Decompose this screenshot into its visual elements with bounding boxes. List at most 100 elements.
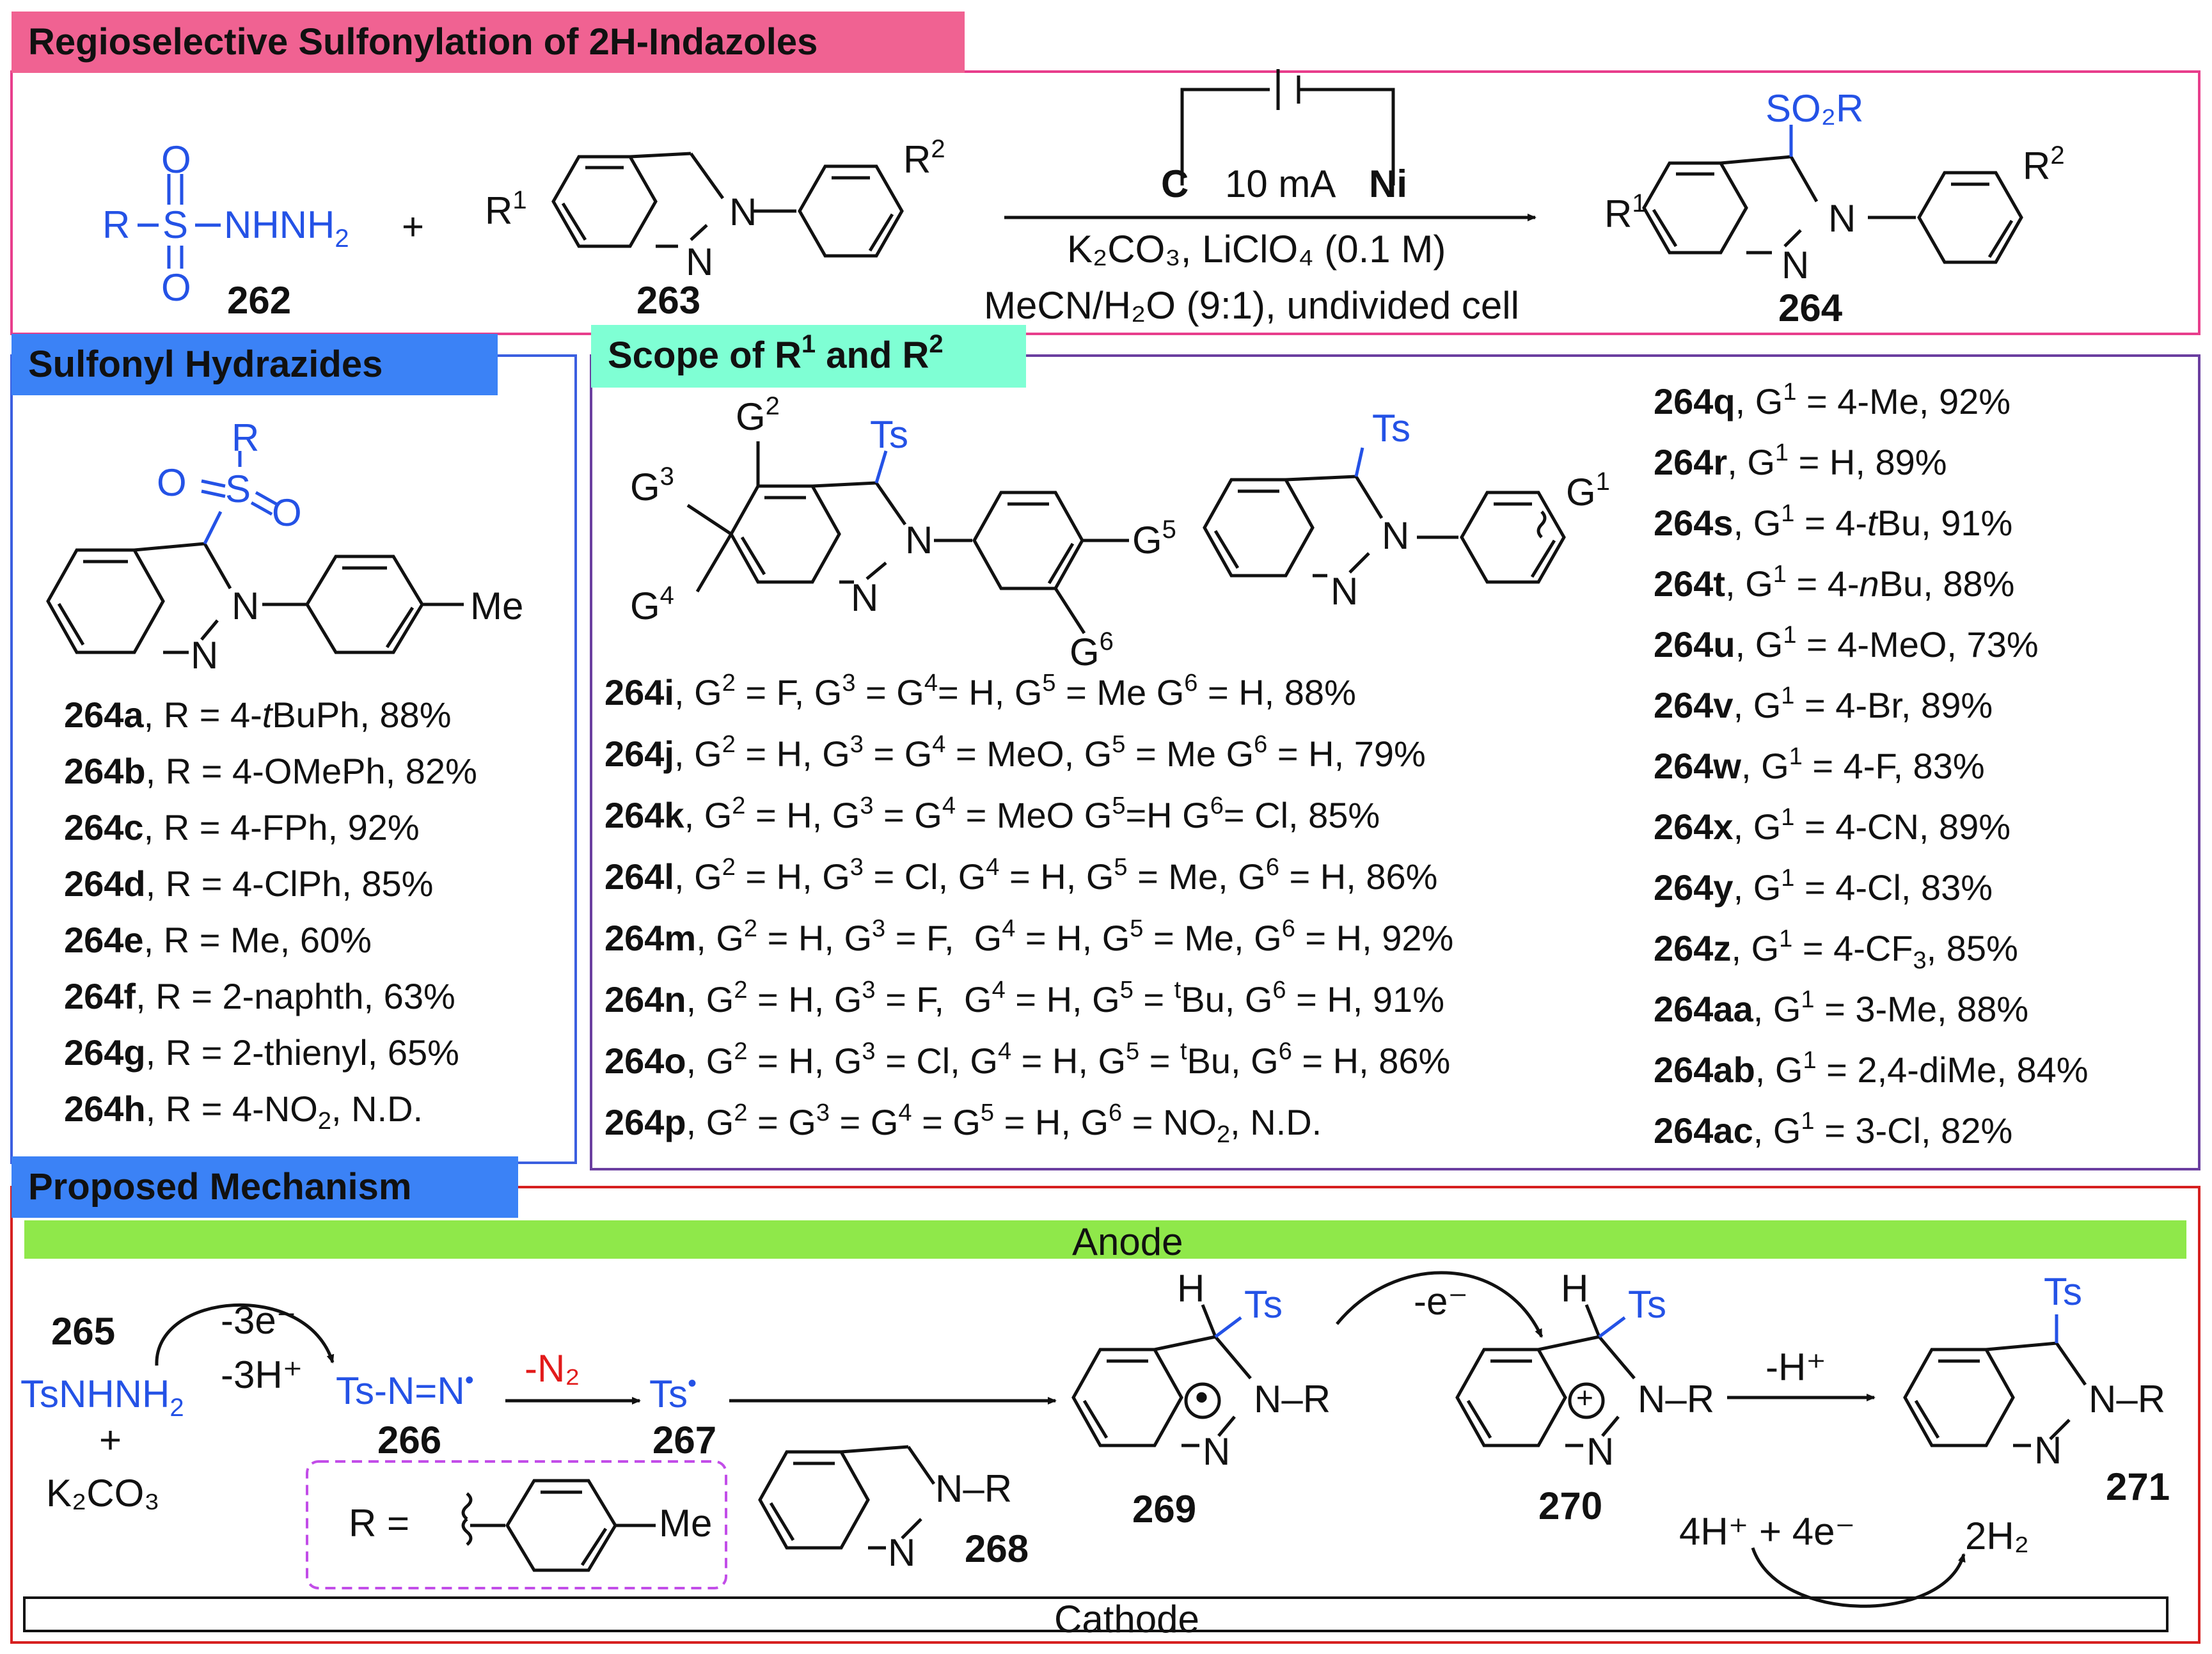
compound-entry-264v: 264v, G1 = 4-Br, 89% bbox=[1654, 682, 1993, 725]
compound-id: 264x bbox=[1654, 807, 1734, 847]
compound-id: 264s bbox=[1654, 503, 1734, 543]
compound-id: 264y bbox=[1654, 867, 1734, 908]
substrate-263-n1: N bbox=[686, 240, 714, 283]
structure-271-n: N bbox=[2034, 1429, 2062, 1472]
structure-271-bonds bbox=[1903, 1341, 2087, 1447]
r-definition-box bbox=[306, 1460, 727, 1589]
cathode-reaction-right: 2H₂ bbox=[1965, 1515, 2029, 1557]
compound-detail: R = 4-FPh, 92% bbox=[163, 807, 420, 847]
compound-id: 264v bbox=[1654, 685, 1734, 725]
product-264-n2: N bbox=[1828, 197, 1856, 240]
conditions-line1: K₂CO₃, LiClO₄ (0.1 M) bbox=[1067, 228, 1446, 271]
compound-entry-264i: 264i, G2 = F, G3 = G4= H, G5 = Me G6 = H… bbox=[604, 670, 1356, 713]
compound-number-263: 263 bbox=[636, 279, 701, 322]
compound-entry-264y: 264y, G1 = 4-Cl, 83% bbox=[1654, 865, 1993, 908]
step4-label: -H⁺ bbox=[1766, 1346, 1826, 1389]
cell-symbol bbox=[1180, 69, 1395, 185]
scope-s1-g2: G2 bbox=[736, 392, 780, 438]
compound-detail: R = 4-ClPh, 85% bbox=[165, 863, 434, 904]
step3-label: -e⁻ bbox=[1414, 1280, 1469, 1323]
scope-s1-n2: N bbox=[905, 519, 933, 562]
compound-entry-264k: 264k, G2 = H, G3 = G4 = MeO G5=H G6= Cl,… bbox=[604, 792, 1380, 835]
compound-266-formula: Ts-N=N• bbox=[336, 1366, 474, 1412]
structure-269-h: H bbox=[1177, 1267, 1205, 1310]
structure-270-h: H bbox=[1561, 1267, 1589, 1310]
scope-structure1-bonds bbox=[686, 441, 1129, 634]
compound-detail: G1 = 4-Br, 89% bbox=[1753, 682, 1993, 725]
mechanism-frame bbox=[10, 1186, 2200, 1644]
compound-detail: R = 2-thienyl, 65% bbox=[165, 1032, 459, 1073]
compound-entry-264q: 264q, G1 = 4-Me, 92% bbox=[1654, 379, 2011, 421]
current-label: 10 mA bbox=[1225, 162, 1336, 205]
compound-detail: G1 = 4-MeO, 73% bbox=[1755, 622, 2039, 665]
compound-number-267: 267 bbox=[652, 1419, 717, 1461]
structure-270-ts: Ts bbox=[1628, 1283, 1666, 1326]
compound-number-266: 266 bbox=[377, 1419, 442, 1461]
compound-detail: G1 = 3-Cl, 82% bbox=[1773, 1108, 2013, 1151]
compound-number-270: 270 bbox=[1538, 1485, 1603, 1527]
structure-270-cation: + bbox=[1576, 1381, 1593, 1414]
electrode-anode-label: C bbox=[1161, 162, 1189, 205]
compound-entry-264g: 264g, R = 2-thienyl, 65% bbox=[64, 1032, 459, 1073]
compound-detail: G1 = 4-nBu, 88% bbox=[1745, 561, 2015, 604]
compound-entry-264f: 264f, R = 2-naphth, 63% bbox=[64, 976, 455, 1016]
compound-number-262: 262 bbox=[227, 279, 292, 322]
compound-entry-264t: 264t, G1 = 4-nBu, 88% bbox=[1654, 561, 2015, 604]
hydrazide-o-left: O bbox=[157, 461, 187, 504]
scope-s1-g5: G5 bbox=[1132, 516, 1176, 562]
cathode-label: Cathode bbox=[1054, 1598, 1199, 1641]
compound-entry-264o: 264o, G2 = H, G3 = Cl, G4 = H, G5 = tBu,… bbox=[604, 1038, 1451, 1081]
scope-structure2-bonds bbox=[1203, 475, 1566, 584]
compound-id: 264ac bbox=[1654, 1110, 1753, 1151]
compound-entry-264aa: 264aa, G1 = 3-Me, 88% bbox=[1654, 986, 2029, 1029]
compound-id: 264g bbox=[64, 1032, 146, 1073]
scope-frame bbox=[590, 354, 2200, 1170]
r-definition-me: Me bbox=[659, 1502, 713, 1545]
scope-s2-n1: N bbox=[1331, 570, 1359, 613]
reagent-262-s: S bbox=[162, 203, 189, 246]
product-264-bonds bbox=[1642, 155, 2023, 264]
structure-269-nr: N–R bbox=[1254, 1378, 1331, 1421]
compound-id: 264u bbox=[1654, 624, 1735, 665]
structure-269-n: N bbox=[1203, 1430, 1231, 1473]
reaction-frame bbox=[10, 70, 2200, 335]
compound-detail: R = Me, 60% bbox=[163, 920, 372, 960]
compound-number-264: 264 bbox=[1778, 287, 1843, 329]
compound-entry-264u: 264u, G1 = 4-MeO, 73% bbox=[1654, 622, 2039, 665]
hydrazide-n2: N bbox=[232, 585, 260, 627]
hydrazide-structure-bonds bbox=[46, 542, 464, 654]
step1-protons: -3H⁺ bbox=[221, 1353, 303, 1396]
compound-entry-264m: 264m, G2 = H, G3 = F, G4 = H, G5 = Me, G… bbox=[604, 915, 1454, 958]
reagent-262-o-bottom: O bbox=[161, 266, 191, 309]
structure-268-n: N bbox=[888, 1531, 916, 1574]
compound-id: 264o bbox=[604, 1041, 686, 1081]
compound-id: 264c bbox=[64, 807, 144, 847]
hydrazide-r: R bbox=[232, 416, 260, 459]
compound-detail: G2 = H, G3 = Cl, G4 = H, G5 = Me, G6 = H… bbox=[694, 854, 1438, 897]
compound-detail: G2 = H, G3 = G4 = MeO, G5 = Me G6 = H, 7… bbox=[694, 731, 1426, 774]
compound-entry-264c: 264c, R = 4-FPh, 92% bbox=[64, 807, 420, 847]
compound-entry-264l: 264l, G2 = H, G3 = Cl, G4 = H, G5 = Me, … bbox=[604, 854, 1438, 897]
compound-id: 264b bbox=[64, 751, 146, 791]
compound-id: 264f bbox=[64, 976, 136, 1016]
compound-number-269: 269 bbox=[1132, 1488, 1197, 1531]
compound-detail: G2 = H, G3 = F, G4 = H, G5 = tBu, G6 = H… bbox=[706, 977, 1444, 1020]
electrode-cathode-label: Ni bbox=[1369, 162, 1407, 205]
scope-s2-ts: Ts bbox=[1372, 407, 1410, 450]
compound-number-271: 271 bbox=[2106, 1465, 2170, 1508]
compound-detail: G1 = 3-Me, 88% bbox=[1773, 986, 2029, 1029]
compound-detail: G1 = 4-Cl, 83% bbox=[1753, 865, 1993, 908]
conditions-line2: MeCN/H₂O (9:1), undivided cell bbox=[984, 284, 1519, 327]
compound-id: 264n bbox=[604, 979, 686, 1020]
structure-268-bonds bbox=[758, 1445, 936, 1550]
structure-270-nr: N–R bbox=[1638, 1378, 1715, 1421]
compound-entry-264ab: 264ab, G1 = 2,4-diMe, 84% bbox=[1654, 1047, 2089, 1090]
compound-detail: R = 4-OMePh, 82% bbox=[165, 751, 477, 791]
substrate-263-bonds bbox=[551, 152, 904, 258]
product-264-r2: R2 bbox=[2023, 141, 2065, 187]
reagent-262-bonds bbox=[138, 174, 221, 269]
compound-id: 264w bbox=[1654, 746, 1741, 786]
compound-id: 264h bbox=[64, 1089, 146, 1129]
product-264-n1: N bbox=[1781, 244, 1810, 287]
structure-269-bonds bbox=[1071, 1304, 1252, 1447]
